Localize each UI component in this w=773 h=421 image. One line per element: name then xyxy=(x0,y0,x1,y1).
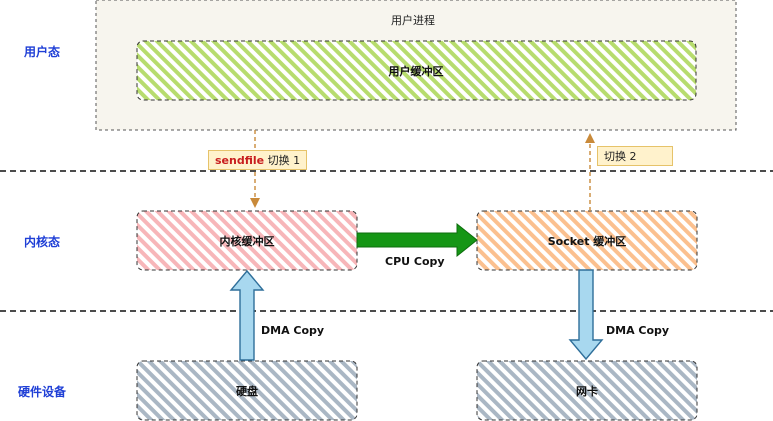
cpu-copy-label: CPU Copy xyxy=(385,255,445,268)
dma-copy-out-label: DMA Copy xyxy=(606,324,670,337)
user-process-title: 用户进程 xyxy=(391,14,435,27)
user-buffer-box xyxy=(136,40,697,101)
dma-copy-in-label: DMA Copy xyxy=(261,324,325,337)
socket-buffer-label: Socket 缓冲区 xyxy=(547,235,627,248)
region-label-hardware: 硬件设备 xyxy=(18,385,67,399)
nic-box xyxy=(476,360,698,421)
kernel-buffer-label: 内核缓冲区 xyxy=(219,235,275,248)
nic-label: 网卡 xyxy=(576,385,598,398)
switch1-tag: sendfile 切换 1 xyxy=(208,150,308,170)
switch2-tag: 切换 2 xyxy=(597,146,673,166)
cpu-copy-arrow xyxy=(356,222,478,258)
dma-copy-up-arrow xyxy=(229,269,265,361)
disk-label: 硬盘 xyxy=(236,385,258,398)
switch2-text: 切换 2 xyxy=(604,150,637,163)
dma-copy-down-arrow xyxy=(568,269,604,361)
region-label-user-mode: 用户态 xyxy=(24,45,61,59)
disk-box xyxy=(136,360,358,421)
user-buffer-label: 用户缓冲区 xyxy=(388,65,444,78)
switch1-keyword: sendfile xyxy=(215,154,265,167)
region-label-kernel-mode: 内核态 xyxy=(24,235,61,249)
switch1-text: 切换 1 xyxy=(267,154,301,167)
